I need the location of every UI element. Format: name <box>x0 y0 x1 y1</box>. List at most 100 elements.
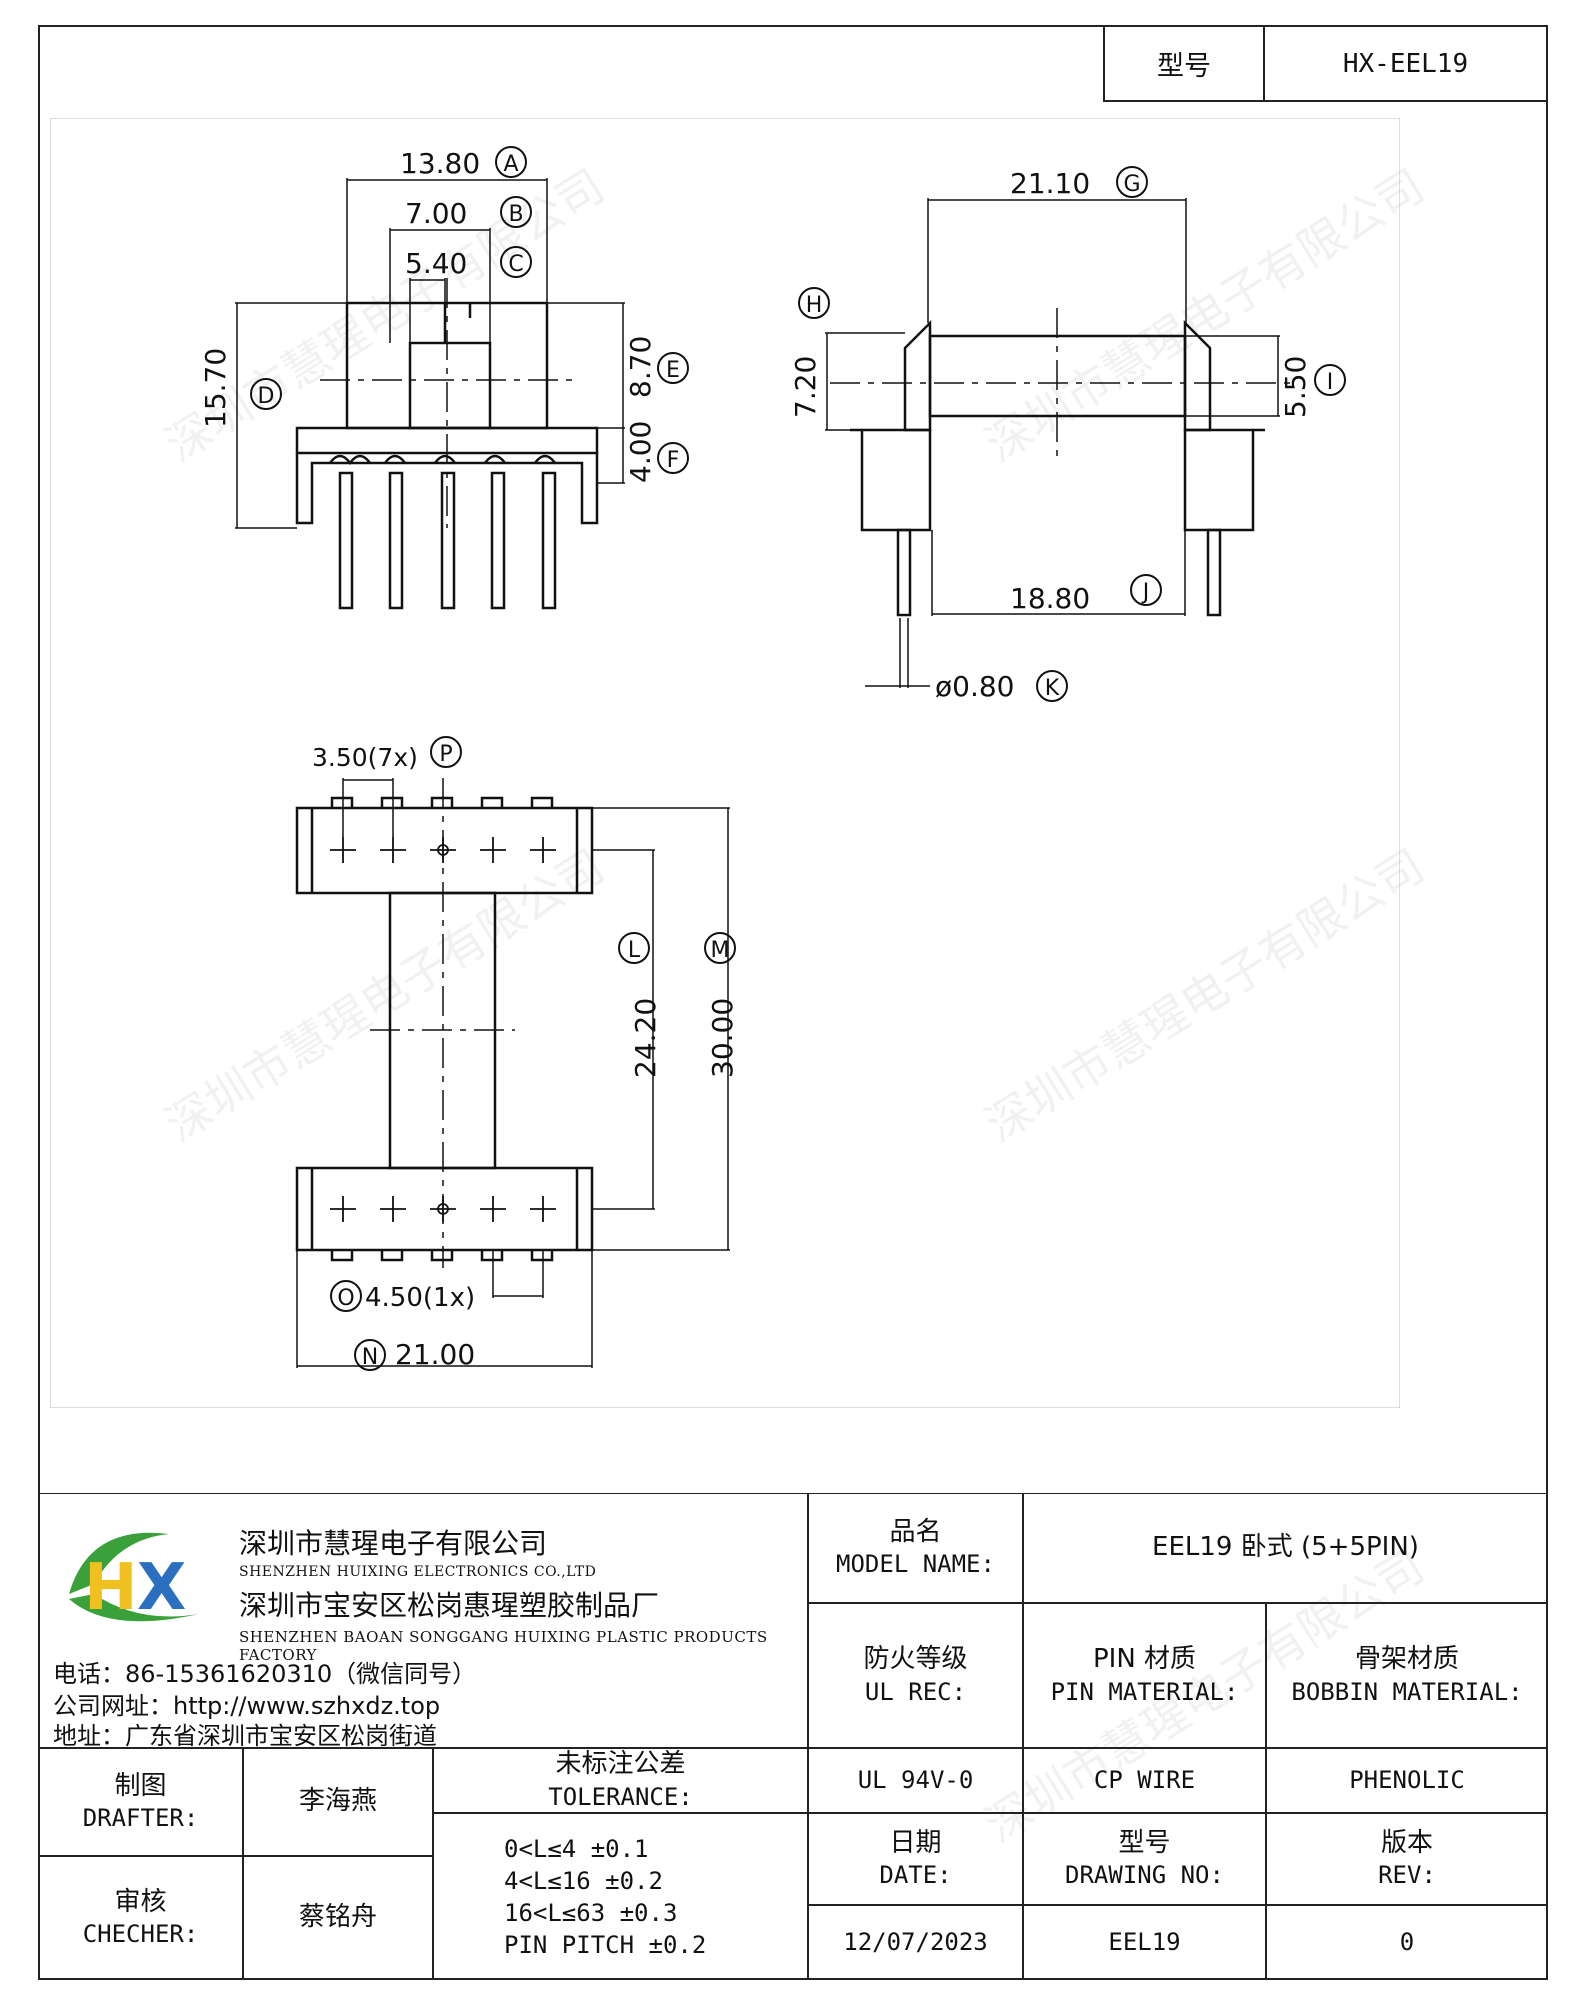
bobbin-material-cn: 骨架材质 <box>1354 1644 1459 1674</box>
rev-label: 版本 REV: <box>1266 1813 1548 1905</box>
dim-K-value: ø0.80 <box>935 670 1014 703</box>
dim-B-value: 7.00 <box>405 197 467 230</box>
tolerance-row: 4<L≤16 ±0.2 <box>504 1866 663 1895</box>
side-view-dimensions <box>825 198 1280 688</box>
svg-text:L: L <box>628 938 641 963</box>
svg-text:B: B <box>508 202 523 227</box>
date-value: 12/07/2023 <box>808 1905 1023 1980</box>
svg-text:H: H <box>806 293 823 318</box>
bottom-view-labels: 3.50(7x) 24.20 30.00 4.50(1x) 21.00 <box>312 743 739 1371</box>
drafter-cn: 制图 <box>114 1770 167 1801</box>
checker-name: 蔡铭舟 <box>243 1856 433 1980</box>
model-label: 型号 <box>1105 27 1265 100</box>
company-address: 地址：广东省深圳市宝安区松岗街道 <box>53 1722 437 1750</box>
front-view-labels: 13.80 7.00 5.40 15.70 8.70 4.00 <box>199 147 657 483</box>
bottom-view-pins <box>330 778 556 1268</box>
tolerance-en: TOLERANCE: <box>548 1782 693 1811</box>
bobbin-material-en: BOBBIN MATERIAL: <box>1291 1677 1523 1706</box>
dim-M-value: 30.00 <box>706 998 739 1078</box>
drawing-no-cn: 型号 <box>1118 1827 1171 1858</box>
dim-A-value: 13.80 <box>400 147 480 180</box>
rev-value: 0 <box>1266 1905 1548 1980</box>
bobbin-material-value: PHENOLIC <box>1266 1748 1548 1813</box>
company-name-cn: 深圳市慧瑆电子有限公司 <box>239 1527 548 1560</box>
bottom-view-callouts: P L M O N <box>330 736 736 1371</box>
dim-H-value: 7.20 <box>789 356 822 418</box>
side-view-callouts: G H I J K <box>798 166 1346 702</box>
drawing-no-label: 型号 DRAWING NO: <box>1023 1813 1266 1905</box>
company-info: H X 深圳市慧瑆电子有限公司 SHENZHEN HUIXING ELECTRO… <box>38 1493 808 1750</box>
svg-text:E: E <box>666 358 680 383</box>
pin-material-value: CP WIRE <box>1023 1748 1266 1813</box>
svg-text:G: G <box>1123 172 1140 197</box>
date-en: DATE: <box>879 1861 952 1890</box>
dim-O-value: 4.50(1x) <box>365 1283 475 1313</box>
front-view <box>295 278 599 610</box>
dim-L-value: 24.20 <box>629 998 662 1078</box>
model-value: HX-EEL19 <box>1342 48 1469 79</box>
dim-C-value: 5.40 <box>405 247 467 280</box>
svg-text:F: F <box>667 448 680 473</box>
model-header: 型号 HX-EEL19 <box>1103 25 1548 102</box>
model-name-cn: 品名 <box>889 1516 942 1547</box>
svg-text:I: I <box>1327 370 1334 395</box>
bottom-view-dimensions <box>296 778 730 1368</box>
svg-text:O: O <box>337 1286 354 1311</box>
model-name-value: EEL19 卧式 (5+5PIN) <box>1023 1493 1548 1603</box>
svg-text:P: P <box>439 742 452 767</box>
tolerance-table: 0<L≤4 ±0.1 4<L≤16 ±0.2 16<L≤63 ±0.3 PIN … <box>433 1813 808 1980</box>
svg-text:K: K <box>1045 676 1060 701</box>
company-name-en: SHENZHEN HUIXING ELECTRONICS CO.,LTD <box>239 1564 597 1580</box>
ul-cn: 防火等级 <box>863 1644 968 1674</box>
drawing-no-value: EEL19 <box>1023 1905 1266 1980</box>
tolerance-label: 未标注公差 TOLERANCE: <box>433 1748 808 1813</box>
svg-text:M: M <box>711 938 730 963</box>
drafter-label: 制图 DRAFTER: <box>38 1748 243 1856</box>
dim-P-value: 3.50(7x) <box>312 743 418 772</box>
rev-cn: 版本 <box>1380 1827 1433 1858</box>
dim-I-value: 5.50 <box>1279 356 1312 418</box>
checker-en: CHECHER: <box>82 1920 199 1949</box>
ul-value: UL 94V-0 <box>808 1748 1023 1813</box>
dim-F-value: 4.00 <box>624 421 657 483</box>
date-cn: 日期 <box>889 1827 942 1858</box>
drafter-en: DRAFTER: <box>82 1804 199 1833</box>
pin-material-label: PIN 材质 PIN MATERIAL: <box>1023 1603 1266 1748</box>
pin-material-en: PIN MATERIAL: <box>1050 1677 1239 1706</box>
dim-D-value: 15.70 <box>199 348 232 428</box>
factory-name-en: SHENZHEN BAOAN SONGGANG HUIXING PLASTIC … <box>239 1628 768 1664</box>
tolerance-row: 16<L≤63 ±0.3 <box>504 1898 678 1927</box>
ul-en: UL REC: <box>864 1677 967 1706</box>
model-name-label: 品名 MODEL NAME: <box>808 1493 1023 1603</box>
dim-E-value: 8.70 <box>624 336 657 398</box>
svg-text:H: H <box>84 1551 138 1625</box>
technical-drawing: 13.80 7.00 5.40 15.70 8.70 4.00 A B C D … <box>50 118 1400 1408</box>
checker-label: 审核 CHECHER: <box>38 1856 243 1980</box>
rev-en: REV: <box>1378 1861 1436 1890</box>
date-label: 日期 DATE: <box>808 1813 1023 1905</box>
company-website: 公司网址：http://www.szhxdz.top <box>53 1692 441 1720</box>
svg-text:C: C <box>508 252 523 277</box>
drawing-no-en: DRAWING NO: <box>1065 1861 1224 1890</box>
dim-J-value: 18.80 <box>1010 582 1090 615</box>
pin-material-cn: PIN 材质 <box>1092 1644 1197 1674</box>
svg-text:N: N <box>362 1345 378 1370</box>
company-logo: H X <box>69 1532 199 1625</box>
tolerance-row: 0<L≤4 ±0.1 <box>504 1834 649 1863</box>
front-view-dimensions <box>235 178 625 529</box>
title-block: H X 深圳市慧瑆电子有限公司 SHENZHEN HUIXING ELECTRO… <box>38 1493 1548 1980</box>
svg-text:J: J <box>1141 580 1150 605</box>
svg-text:D: D <box>258 384 275 409</box>
tolerance-row: PIN PITCH ±0.2 <box>504 1930 707 1959</box>
company-phone: 电话：86-15361620310（微信同号） <box>53 1660 477 1688</box>
bobbin-material-label: 骨架材质 BOBBIN MATERIAL: <box>1266 1603 1548 1748</box>
side-view <box>830 308 1290 617</box>
dim-N-value: 21.00 <box>395 1338 475 1371</box>
drafter-name: 李海燕 <box>243 1748 433 1856</box>
factory-name-cn: 深圳市宝安区松岗惠瑆塑胶制品厂 <box>239 1589 660 1622</box>
front-view-callouts: A B C D E F <box>250 146 689 474</box>
tolerance-cn: 未标注公差 <box>555 1749 686 1780</box>
svg-text:X: X <box>137 1551 186 1625</box>
svg-text:A: A <box>503 152 518 177</box>
side-view-labels: 21.10 7.20 5.50 18.80 ø0.80 <box>789 167 1312 703</box>
